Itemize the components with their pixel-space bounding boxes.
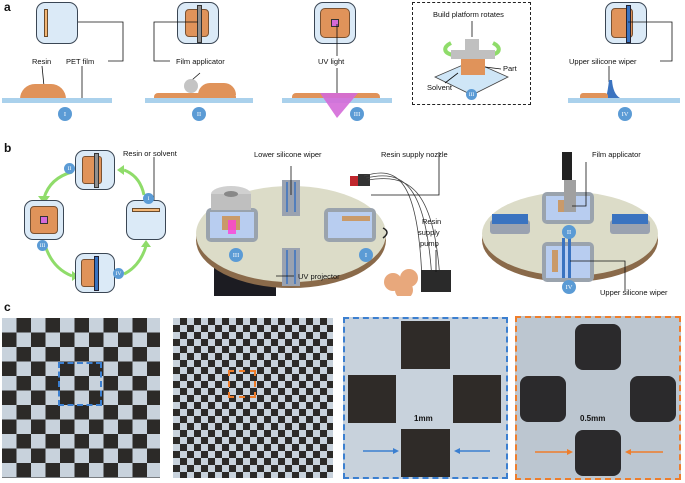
zoom-region-0.5mm bbox=[228, 370, 256, 398]
scale-label-0.5mm: 0.5mm bbox=[580, 414, 606, 423]
step-badge-1: I bbox=[58, 107, 72, 121]
uv-spot-icon bbox=[331, 19, 339, 27]
dark-square bbox=[520, 376, 566, 422]
top-view-icon-step-4 bbox=[605, 2, 647, 44]
pet-film bbox=[145, 98, 253, 103]
solvent-label: Solvent bbox=[427, 83, 453, 92]
uv-light-label: UV light bbox=[318, 57, 345, 66]
cycle-icon-step-3 bbox=[24, 200, 64, 240]
upper-silicone-wiper-label: Upper silicone wiper bbox=[569, 57, 637, 66]
zoom-0.5mm-image: 0.5mm bbox=[515, 316, 681, 480]
cycle-icon-step-2 bbox=[75, 150, 115, 190]
pet-film bbox=[282, 98, 392, 103]
step-badge-4: IV bbox=[618, 107, 632, 121]
resin-mound bbox=[198, 83, 236, 95]
zoom-region-1mm bbox=[58, 362, 102, 406]
pet-film bbox=[2, 98, 112, 103]
machine-badge-3: III bbox=[229, 248, 243, 262]
uv-projector-label: UV projector bbox=[298, 272, 340, 281]
applicator-bar-icon bbox=[94, 153, 99, 188]
wiper-bar-icon bbox=[626, 5, 631, 43]
width-arrows-0.5mm bbox=[535, 449, 663, 455]
step-badge-2: II bbox=[192, 107, 206, 121]
pet-film-label: PET film bbox=[66, 57, 95, 66]
width-arrows-1mm bbox=[363, 448, 490, 454]
dark-square bbox=[401, 321, 450, 369]
cycle-badge-4: IV bbox=[113, 268, 124, 279]
applicator-roller bbox=[184, 79, 198, 93]
dark-square bbox=[575, 324, 621, 370]
panel-b-letter: b bbox=[4, 141, 12, 155]
machine-badge-4: IV bbox=[562, 280, 576, 294]
dark-square bbox=[348, 375, 396, 423]
top-view-icon-step-3 bbox=[314, 2, 356, 44]
cycle-icon-step-4 bbox=[75, 253, 115, 293]
resin-supply-pump-label-1: Resin bbox=[422, 217, 442, 226]
film-applicator-label: Film applicator bbox=[176, 57, 225, 66]
resin-supply-nozzle-label: Resin supply nozzle bbox=[381, 150, 448, 159]
applicator-bar-icon bbox=[197, 5, 202, 43]
upper-silicone-wiper-label: Upper silicone wiper bbox=[600, 288, 668, 297]
zoom-1mm-image: 1mm bbox=[343, 317, 508, 479]
resin-label: Resin bbox=[32, 57, 52, 66]
checkerboard-1mm-image bbox=[2, 318, 160, 478]
cycle-badge-2: II bbox=[64, 163, 75, 174]
panel-c-letter: c bbox=[4, 300, 11, 314]
dark-square bbox=[630, 376, 676, 422]
resin-supply-pump-label-2: supply bbox=[418, 228, 440, 237]
scale-label-1mm: 1mm bbox=[414, 414, 433, 423]
dark-square bbox=[575, 430, 621, 476]
dark-square bbox=[453, 375, 501, 423]
uv-spot-icon bbox=[40, 216, 48, 224]
pet-film bbox=[568, 98, 680, 103]
part-label: Part bbox=[503, 64, 517, 73]
step-badge-3: III bbox=[350, 107, 364, 121]
resin-layer bbox=[580, 93, 608, 99]
machine-badge-1: I bbox=[359, 248, 373, 262]
rotation-diagram bbox=[434, 21, 509, 96]
resin-flat-layer bbox=[154, 93, 236, 99]
resin-supply-pump-label-3: pump bbox=[420, 239, 439, 248]
cycle-badge-1: I bbox=[143, 193, 154, 204]
resin-or-solvent-label: Resin or solvent bbox=[123, 149, 177, 158]
lower-silicone-wiper-label: Lower silicone wiper bbox=[254, 150, 322, 159]
machine-badge-2: II bbox=[562, 225, 576, 239]
cycle-badge-3: III bbox=[37, 240, 48, 251]
film-applicator-label: Film applicator bbox=[592, 150, 641, 159]
rotation-inset: Build platform rotates Part Solvent III bbox=[412, 2, 531, 105]
panel-a-letter: a bbox=[4, 0, 11, 14]
resin-line-icon bbox=[132, 208, 160, 212]
machine-render-left: Lower silicone wiper Resin supply nozzle… bbox=[196, 140, 454, 296]
top-view-icon-step-2 bbox=[177, 2, 219, 44]
step-badge-3-inset: III bbox=[466, 89, 477, 100]
resin-layer-icon bbox=[82, 156, 102, 184]
rotating-platform-render bbox=[196, 152, 451, 296]
dark-square bbox=[401, 429, 450, 477]
wiper-bar-icon bbox=[94, 256, 99, 291]
checkerboard-0.5mm-image bbox=[173, 318, 333, 478]
machine-render-right: Film applicator Upper silicone wiper II … bbox=[480, 140, 685, 297]
top-view-icon-step-1 bbox=[36, 2, 78, 44]
resin-drop bbox=[20, 84, 66, 99]
resin-line-icon bbox=[44, 9, 48, 37]
build-platform-rotates-label: Build platform rotates bbox=[433, 10, 504, 19]
rotating-platform-render-right bbox=[482, 152, 658, 291]
cycle-icon-step-1 bbox=[126, 200, 166, 240]
